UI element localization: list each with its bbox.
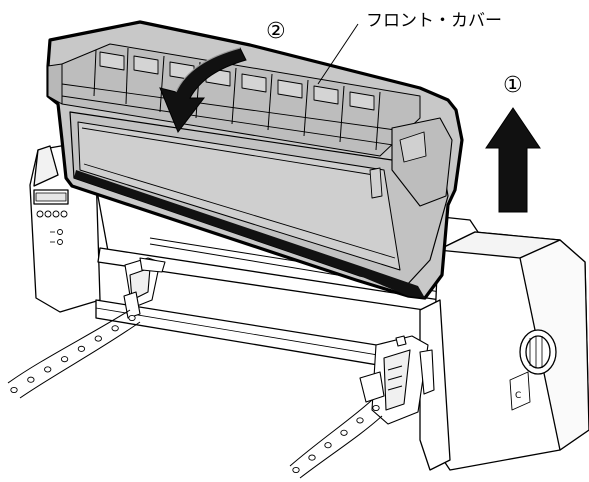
tractor-feed-hole-icon — [292, 466, 300, 474]
lift-arrow — [485, 107, 541, 213]
platen-knob — [519, 329, 557, 375]
step-rotate-number: ② — [266, 19, 286, 44]
tractor-feed-hole-icon — [60, 356, 69, 363]
tractor-feed-hole-icon — [324, 442, 332, 449]
front-cover-callout: フロント・カバー — [317, 11, 502, 85]
continuous-paper — [7, 309, 383, 479]
tractor-feed-hole-icon — [77, 345, 86, 352]
tractor-feed-hole-icon — [111, 325, 119, 332]
paper-feed-holes — [10, 314, 380, 474]
rotate-arrow — [159, 47, 247, 133]
callout-label: フロント・カバー — [366, 11, 502, 31]
tractor-feed-hole-icon — [308, 454, 316, 461]
svg-text:C: C — [515, 391, 521, 401]
tractor-feed-hole-icon — [44, 366, 52, 373]
up-arrow-icon — [485, 107, 541, 213]
callout-leader-line — [317, 23, 359, 85]
lower-rail — [95, 299, 421, 373]
tractor-feed-hole-icon — [27, 376, 35, 383]
control-panel — [33, 189, 69, 245]
tractor-feed-hole-icon — [128, 314, 136, 322]
tractor-right — [359, 335, 435, 425]
tractor-feed-hole-icon — [340, 429, 348, 436]
tractor-feed-hole-icon — [372, 404, 380, 412]
step-lift-number: ① — [503, 73, 523, 98]
tractor-left — [123, 257, 166, 319]
tractor-feed-hole-icon — [10, 386, 18, 394]
tractor-feed-hole-icon — [94, 335, 102, 342]
tractor-feed-hole-icon — [356, 417, 364, 424]
